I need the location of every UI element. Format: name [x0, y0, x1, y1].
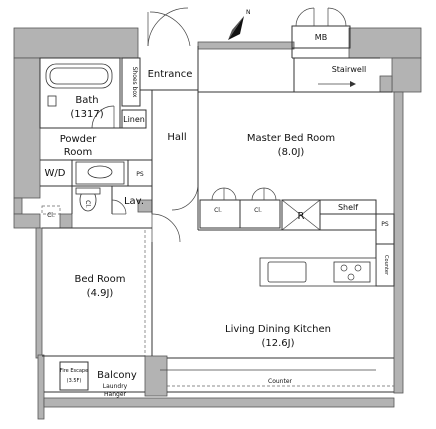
- wall-left-notch: [13, 197, 23, 215]
- hall: [151, 90, 199, 243]
- ps-powder-label: PS: [136, 171, 144, 178]
- fire-escape-hatch: [59, 361, 89, 391]
- ps-kitchen: [375, 213, 395, 245]
- cl-bed-label: Cl.: [84, 200, 91, 208]
- hall-label: Hall: [167, 132, 186, 143]
- ps-kitchen-label: PS: [381, 221, 389, 228]
- wall-left-balcony: [37, 354, 45, 420]
- entrance-area: [121, 7, 199, 129]
- cooktop: [333, 261, 371, 283]
- labels: MB Stairwell Bath (1317) Shoes box Linen…: [45, 33, 389, 398]
- counter-side-label: Counter: [383, 255, 389, 276]
- hanger-label: Hanger: [104, 391, 126, 398]
- bath-name-label: Bath: [75, 95, 98, 106]
- refrigerator-label: R: [298, 211, 305, 222]
- bathtub-inner: [49, 67, 109, 85]
- bed-room: [42, 227, 153, 357]
- powder-name2-label: Room: [64, 147, 92, 158]
- walls: [13, 27, 422, 420]
- master-bed-size-label: (8.0J): [278, 147, 305, 158]
- laundry-label: Laundry: [103, 383, 128, 390]
- refrigerator-space: [281, 199, 321, 231]
- kitchen: [259, 199, 395, 287]
- post-powder: [59, 213, 73, 229]
- fire-escape-size-label: (3.5F): [67, 378, 82, 384]
- stairwell-label: Stairwell: [332, 65, 367, 74]
- lav-label: Lav.: [124, 196, 144, 207]
- stairwell-area: [291, 7, 392, 93]
- fire-escape-label: Fire Escape: [60, 368, 88, 374]
- mb-label: MB: [315, 33, 327, 42]
- wall-right-top: [391, 57, 422, 93]
- counter-bottom-label: Counter: [268, 378, 293, 385]
- compass-icon: N: [228, 9, 251, 40]
- master-bed-name-label: Master Bed Room: [247, 133, 335, 144]
- wd-label: W/D: [45, 168, 66, 179]
- bed-name-label: Bed Room: [74, 274, 125, 285]
- wall-top-left: [13, 27, 139, 59]
- cl-hall-label: Cl.: [214, 207, 222, 214]
- powder-name-label: Powder: [60, 134, 97, 145]
- wall-left-lower: [35, 227, 43, 359]
- post-balcony: [144, 355, 168, 397]
- compass-north: N: [246, 9, 251, 16]
- bath-size-label: (1317): [70, 109, 103, 120]
- sink: [87, 165, 113, 179]
- wall-bottom: [43, 397, 395, 408]
- shoes-box-label: Shoes box: [131, 67, 138, 98]
- bed-size-label: (4.9J): [87, 288, 114, 299]
- bath-faucet: [47, 95, 57, 107]
- shelf-label: Shelf: [338, 203, 358, 212]
- shelf: [319, 199, 377, 215]
- wall-left-upper: [13, 57, 41, 199]
- balcony-label: Balcony: [97, 370, 137, 381]
- wall-right: [393, 91, 404, 394]
- shoes-box: [121, 57, 141, 107]
- ldk-size-label: (12.6J): [261, 338, 294, 349]
- wall-top-middle: [197, 41, 295, 50]
- wall-left-stub: [13, 213, 41, 229]
- pillar-stair: [379, 75, 393, 93]
- cl-master-label: Cl.: [254, 207, 262, 214]
- linen-label: Linen: [123, 115, 145, 124]
- ldk-name-label: Living Dining Kitchen: [225, 324, 331, 335]
- wall-top-right: [348, 27, 422, 59]
- kitchen-sink: [267, 261, 307, 283]
- entrance-label: Entrance: [148, 69, 193, 80]
- powder-room: [40, 127, 152, 215]
- balcony-area: [44, 357, 394, 393]
- cl-powder-label: Cl.: [47, 212, 55, 219]
- bath-room: [39, 57, 121, 129]
- toilet-tank: [75, 187, 101, 195]
- closet-powder: [41, 205, 61, 215]
